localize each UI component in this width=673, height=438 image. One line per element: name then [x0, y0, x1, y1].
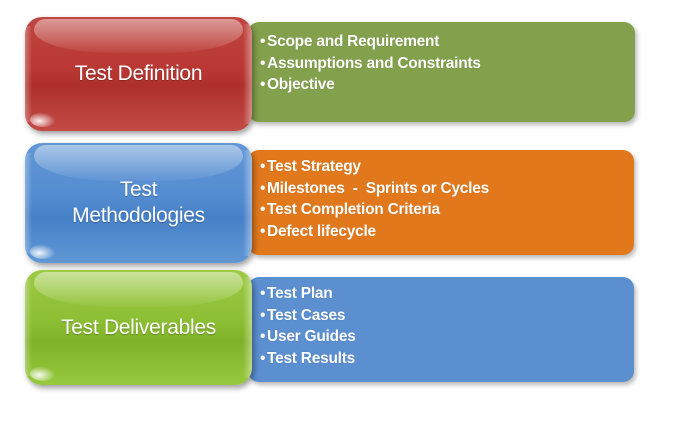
bullet-item-label: Defect lifecycle: [267, 222, 376, 240]
bullet-list-test-methodologies: •Test Strategy •Milestones - Sprints or …: [248, 150, 634, 255]
diagram-row-test-methodologies: •Test Strategy •Milestones - Sprints or …: [0, 140, 673, 268]
content-panel-test-methodologies: •Test Strategy •Milestones - Sprints or …: [248, 150, 634, 255]
bullet-item-label: Test Completion Criteria: [267, 201, 440, 218]
bullet-dot-icon: •: [260, 306, 266, 324]
bullet-item-label: Assumptions and Constraints: [267, 54, 481, 72]
bullet-item: •Test Plan: [260, 283, 634, 305]
bullet-item: •Assumptions and Constraints: [260, 53, 635, 75]
bullet-dot-icon: •: [260, 179, 266, 197]
bullet-item: •Milestones - Sprints or Cycles: [260, 178, 634, 200]
label-box-title: Test Methodologies: [72, 178, 205, 227]
bullet-dot-icon: •: [260, 328, 266, 345]
bullet-dot-icon: •: [260, 76, 266, 93]
label-box-test-deliverables[interactable]: Test Deliverables: [25, 270, 252, 385]
label-box-test-definition[interactable]: Test Definition: [25, 17, 252, 131]
bullet-item-label: User Guides: [267, 328, 356, 345]
bullet-dot-icon: •: [260, 54, 266, 72]
content-panel-test-deliverables: •Test Plan •Test Cases •User Guides •Tes…: [248, 277, 634, 382]
bullet-item: •Test Cases: [260, 305, 634, 327]
bullet-item: •Test Results: [260, 348, 634, 370]
bullet-item: •Objective: [260, 74, 635, 96]
diagram-row-test-deliverables: •Test Plan •Test Cases •User Guides •Tes…: [0, 268, 673, 438]
bullet-item: •User Guides: [260, 326, 634, 348]
bullet-item: •Defect lifecycle: [260, 221, 634, 243]
gloss-highlight: [34, 272, 243, 307]
bullet-dot-icon: •: [260, 201, 266, 218]
gloss-highlight: [34, 145, 243, 181]
content-panel-test-definition: •Scope and Requirement •Assumptions and …: [248, 22, 635, 122]
label-box-title: Test Deliverables: [61, 315, 216, 339]
label-box-title: Test Definition: [74, 62, 203, 85]
bullet-dot-icon: •: [260, 33, 266, 50]
bullet-list-test-definition: •Scope and Requirement •Assumptions and …: [248, 22, 635, 122]
bullet-dot-icon: •: [260, 222, 266, 240]
bullet-item-label: Test Cases: [267, 306, 346, 324]
label-box-test-methodologies[interactable]: Test Methodologies: [25, 143, 252, 263]
gloss-corner-highlight: [30, 366, 56, 381]
gloss-corner-highlight: [30, 244, 56, 259]
diagram-row-test-definition: •Scope and Requirement •Assumptions and …: [0, 0, 673, 140]
gloss-highlight: [34, 19, 243, 54]
bullet-item: •Test Strategy: [260, 156, 634, 178]
gloss-corner-highlight: [30, 112, 56, 127]
bullet-item-label: Test Strategy: [267, 158, 361, 175]
bullet-list-test-deliverables: •Test Plan •Test Cases •User Guides •Tes…: [248, 277, 634, 382]
bullet-dot-icon: •: [260, 285, 266, 302]
bullet-item-label: Test Plan: [267, 285, 333, 302]
bullet-item-label: Objective: [267, 76, 335, 93]
bullet-item-label: Test Results: [267, 349, 356, 367]
bullet-dot-icon: •: [260, 158, 266, 175]
bullet-dot-icon: •: [260, 349, 266, 367]
bullet-item-label: Scope and Requirement: [267, 33, 440, 50]
bullet-item: •Scope and Requirement: [260, 31, 635, 53]
bullet-item-label: Milestones - Sprints or Cycles: [267, 179, 489, 197]
bullet-item: •Test Completion Criteria: [260, 199, 634, 221]
